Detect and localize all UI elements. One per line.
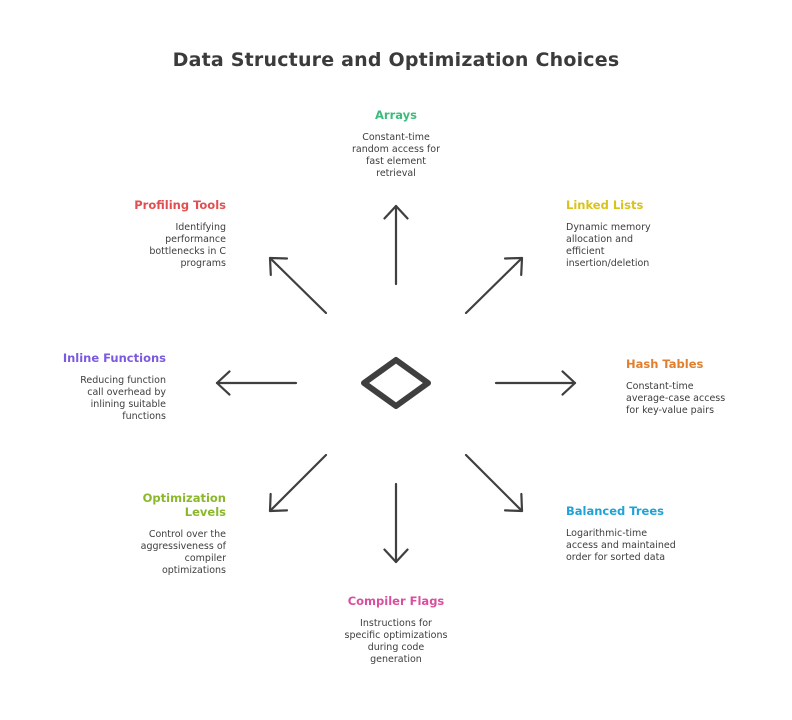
arrow-hash-tables [494,370,577,396]
arrow-inline-functions [215,370,298,396]
arrow-profiling-tools [268,256,328,315]
arrow-head [215,370,231,396]
arrow-balanced-trees [464,453,524,513]
arrow-head [503,492,524,513]
node-label: Hash Tables [626,357,704,371]
arrow-shaft [268,256,328,315]
arrow-head [383,204,409,220]
arrow-head [268,256,289,277]
node-label: Inline Functions [62,351,166,365]
arrow-shaft [464,256,524,315]
arrow-shaft [268,453,328,513]
arrow-compiler-flags [383,482,409,564]
arrow-head [268,492,289,513]
node-label: Arrays [375,108,417,122]
arrow-shaft [464,453,524,513]
arrow-head [503,256,524,277]
arrow-optimization-levels [268,453,328,513]
diagram-title: Data Structure and Optimization Choices [172,49,620,71]
arrow-head [383,548,409,564]
node-label: Linked Lists [566,198,644,212]
node-label: Compiler Flags [347,594,445,608]
node-label: Balanced Trees [566,504,664,518]
arrow-arrays [383,204,409,286]
node-label: Profiling Tools [134,198,226,212]
arrow-head [561,370,577,396]
diamond-icon [361,357,431,409]
arrow-linked-lists [464,256,524,315]
